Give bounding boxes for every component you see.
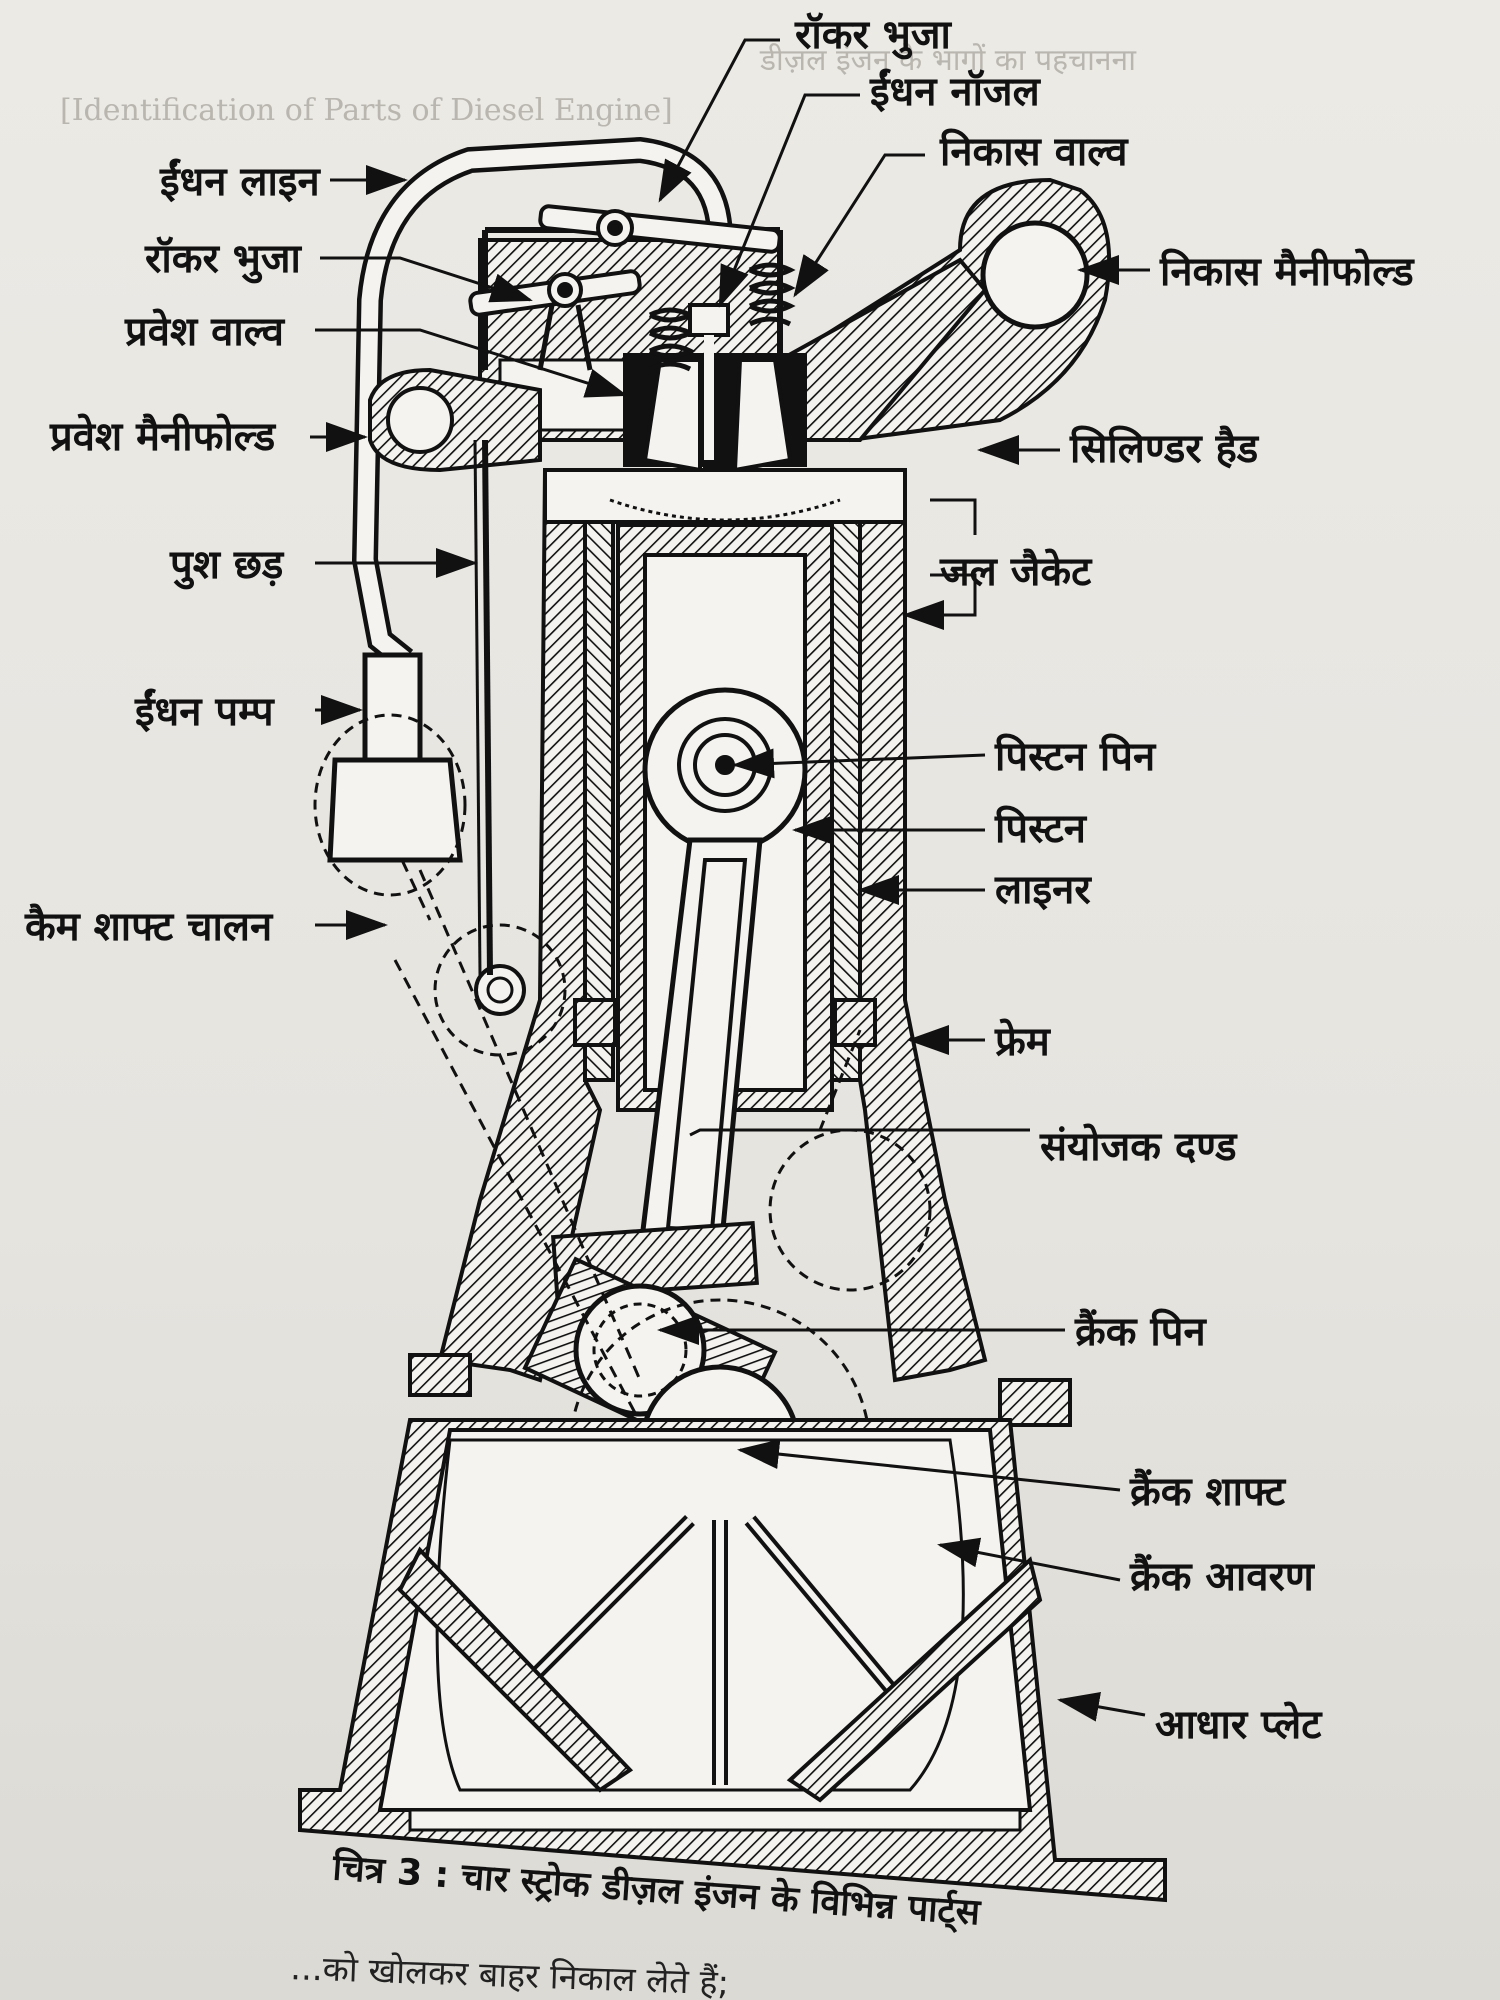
ghost-heading: डीज़ल इंजन के भागों का पहचानना	[759, 43, 1137, 78]
label-intake-valve: प्रवेश वाल्व	[124, 308, 286, 355]
label-camshaft-drive: कैम शाफ्ट चालन	[24, 903, 274, 950]
label-push-rod: पुश छड़	[169, 542, 285, 590]
leader-lines	[310, 38, 1150, 1722]
label-fuel-line: ईंधन लाइन	[159, 158, 321, 205]
label-fuel-pump: ईंधन पम्प	[134, 688, 275, 735]
label-piston-pin: पिस्टन पिन	[994, 733, 1157, 780]
label-connecting-rod: संयोजक दण्ड	[1039, 1123, 1238, 1170]
label-base-plate: आधार प्लेट	[1155, 1701, 1323, 1748]
labels: रॉकर भुजा ईंधन नॉजल निकास वाल्व ईंधन लाइ…	[24, 12, 1415, 1748]
label-exhaust-manifold: निकास मैनीफोल्ड	[1159, 248, 1415, 295]
label-crank-shaft: क्रैंक शाफ्ट	[1129, 1468, 1287, 1515]
label-frame: फ्रेम	[994, 1018, 1052, 1065]
label-exhaust-valve: निकास वाल्व	[939, 128, 1129, 175]
label-cylinder-head: सिलिण्डर हैड	[1069, 425, 1260, 472]
label-crank-pin: क्रैंक पिन	[1074, 1308, 1207, 1355]
label-rocker-arm-top: रॉकर भुजा	[794, 12, 953, 60]
label-fuel-nozzle: ईंधन नॉजल	[869, 68, 1042, 115]
label-intake-manifold: प्रवेश मैनीफोल्ड	[49, 413, 277, 460]
label-water-jacket: जल जैकेट	[939, 548, 1093, 595]
label-rocker-arm-left: रॉकर भुजा	[144, 236, 303, 284]
ghost-english-heading: [Identification of Parts of Diesel Engin…	[60, 93, 673, 128]
label-crank-case: क्रैंक आवरण	[1129, 1553, 1316, 1600]
label-liner: लाइनर	[994, 867, 1092, 913]
label-piston: पिस्टन	[994, 805, 1088, 852]
bottom-body-text: ...को खोलकर बाहर निकाल लेते हैं;	[290, 1948, 730, 2000]
